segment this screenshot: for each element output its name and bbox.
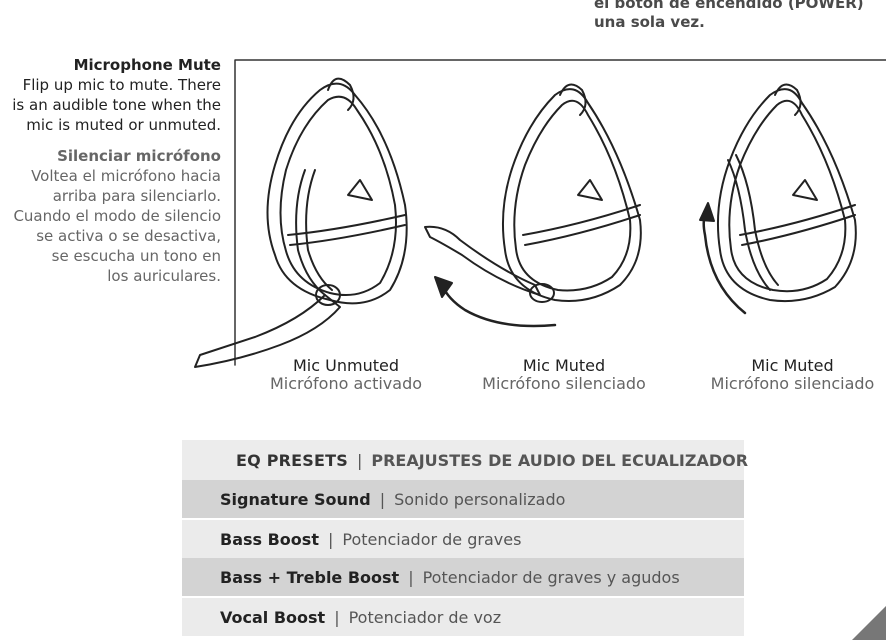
power-note-line2: una sola vez. <box>594 13 705 31</box>
preset-name-es: Potenciador de voz <box>348 607 502 627</box>
mic-mute-english: Microphone Mute Flip up mic to mute. The… <box>0 55 221 135</box>
headset-unmuted-drawing <box>194 77 408 368</box>
separator: | <box>356 450 363 470</box>
caption-mic-muted-2: Mic Muted Micrófono silenciado <box>710 357 875 393</box>
mic-mute-text-line-es: se activa o se desactiva, <box>36 227 221 245</box>
mic-mute-text-line-es: se escucha un tono en <box>51 247 221 265</box>
preset-name: Signature Sound <box>220 489 371 509</box>
eq-preset-row: Bass Boost | Potenciador de graves <box>182 520 744 558</box>
separator: | <box>408 567 414 587</box>
eq-presets-table: EQ PRESETS | PREAJUSTES DE AUDIO DEL ECU… <box>182 440 748 636</box>
caption-es: Micrófono silenciado <box>710 374 875 393</box>
eq-presets-header: EQ PRESETS | PREAJUSTES DE AUDIO DEL ECU… <box>182 440 748 480</box>
mic-mute-text-line-es: los auriculares. <box>107 267 221 285</box>
eq-presets-title: EQ PRESETS <box>236 450 348 470</box>
caption-en: Mic Unmuted <box>293 356 399 375</box>
caption-en: Mic Muted <box>522 356 606 375</box>
caption-mic-muted-1: Mic Muted Micrófono silenciado <box>480 357 648 393</box>
preset-name-es: Sonido personalizado <box>394 489 566 509</box>
preset-name: Bass + Treble Boost <box>220 567 400 587</box>
page-corner-mark <box>852 606 886 640</box>
preset-name-es: Potenciador de graves y agudos <box>422 567 680 587</box>
caption-es: Micrófono activado <box>269 374 423 393</box>
separator: | <box>334 607 340 627</box>
caption-es: Micrófono silenciado <box>482 374 646 393</box>
eq-preset-row: Bass + Treble Boost | Potenciador de gra… <box>182 558 744 596</box>
caption-en: Mic Muted <box>751 356 834 375</box>
power-note-line1: el botón de encendido (POWER) <box>594 0 864 12</box>
preset-name-es: Potenciador de graves <box>342 529 522 549</box>
eq-presets-title-es: PREAJUSTES DE AUDIO DEL ECUALIZADOR <box>371 450 749 470</box>
preset-name: Vocal Boost <box>220 607 326 627</box>
mic-mute-text-line-es: Voltea el micrófono hacia <box>31 167 221 185</box>
power-note: el botón de encendido (POWER) una sola v… <box>594 0 884 32</box>
separator: | <box>379 489 386 509</box>
mic-mute-title: Microphone Mute <box>73 56 221 74</box>
mic-mute-text-line-es: Cuando el modo de silencio <box>13 207 221 225</box>
headset-illustrations <box>194 59 886 368</box>
mic-mute-text-line: Flip up mic to mute. There <box>22 76 221 94</box>
separator: | <box>327 529 334 549</box>
headset-muted-drawing-1 <box>424 83 642 328</box>
mic-mute-title-es: Silenciar micrófono <box>57 147 221 165</box>
mic-mute-spanish: Silenciar micrófono Voltea el micrófono … <box>0 146 221 286</box>
mic-mute-text-line-es: arriba para silenciarlo. <box>52 187 221 205</box>
mic-mute-text-line: mic is muted or unmuted. <box>26 116 221 134</box>
caption-mic-unmuted: Mic Unmuted Micrófono activado <box>262 357 430 393</box>
eq-preset-row: Vocal Boost | Potenciador de voz <box>182 598 744 636</box>
mic-mute-text-line: is an audible tone when the <box>12 96 221 114</box>
eq-preset-row: Signature Sound | Sonido personalizado <box>182 480 744 518</box>
preset-name: Bass Boost <box>220 529 319 549</box>
headset-muted-drawing-2 <box>699 83 857 315</box>
